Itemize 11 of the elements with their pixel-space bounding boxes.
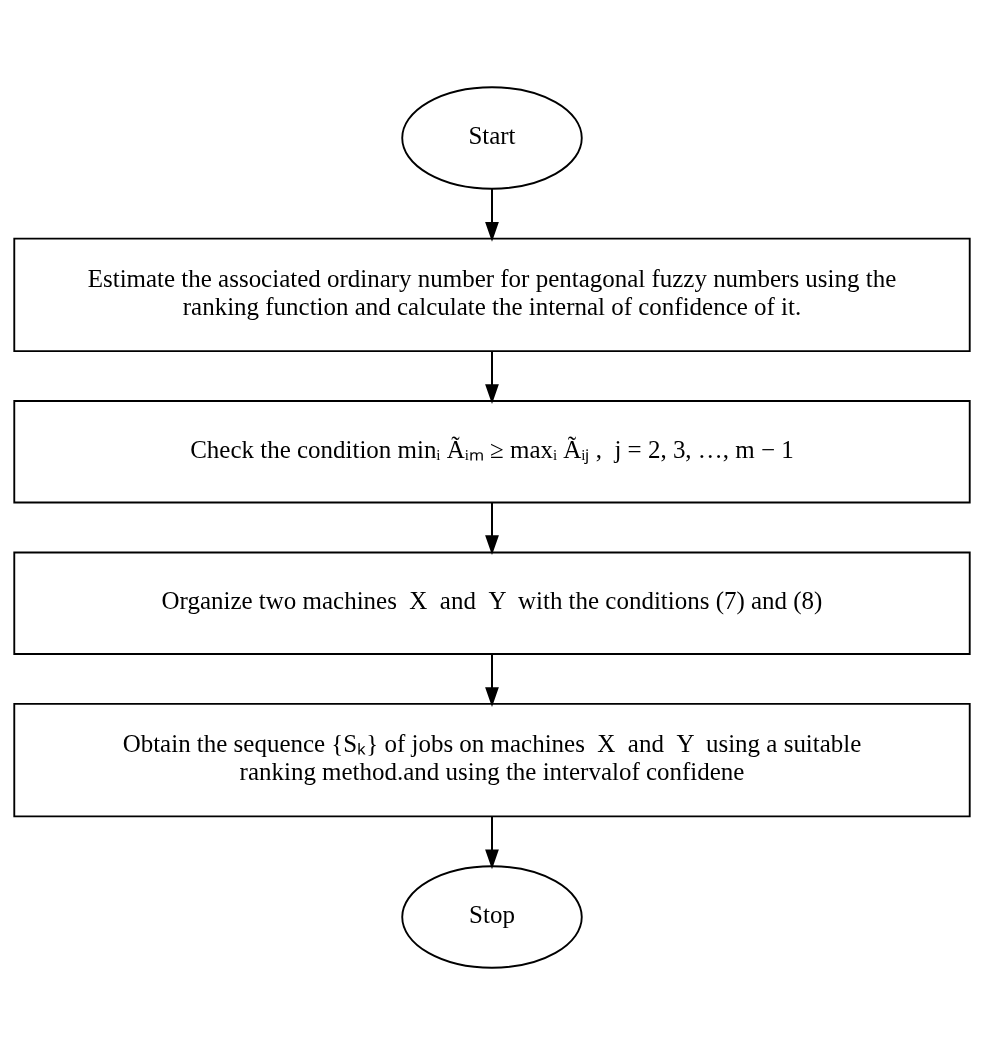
arrow bbox=[485, 188, 499, 242]
node-box: Organize two machines X and Y with the conditions (7) and (8) bbox=[13, 551, 971, 655]
arrow bbox=[485, 815, 499, 869]
node-box: Obtain the sequence {Sₖ} of jobs on machines X and Y using a suitable ranking method.and using the intervalof confidene bbox=[13, 702, 971, 817]
arrow bbox=[485, 653, 499, 707]
node-ellipse: Stop bbox=[401, 864, 583, 969]
node-ellipse: Start bbox=[401, 85, 583, 190]
arrow bbox=[485, 350, 499, 404]
node-box: Estimate the associated ordinary number for pentagonal fuzzy numbers using the ranking function and calculate the internal of confidence of it. bbox=[13, 237, 971, 352]
arrow bbox=[485, 502, 499, 555]
node-box: Check the condition minᵢ Ãᵢₘ ≥ maxᵢ Ãᵢⱼ , j = 2, 3, …, m − 1 bbox=[13, 399, 971, 503]
